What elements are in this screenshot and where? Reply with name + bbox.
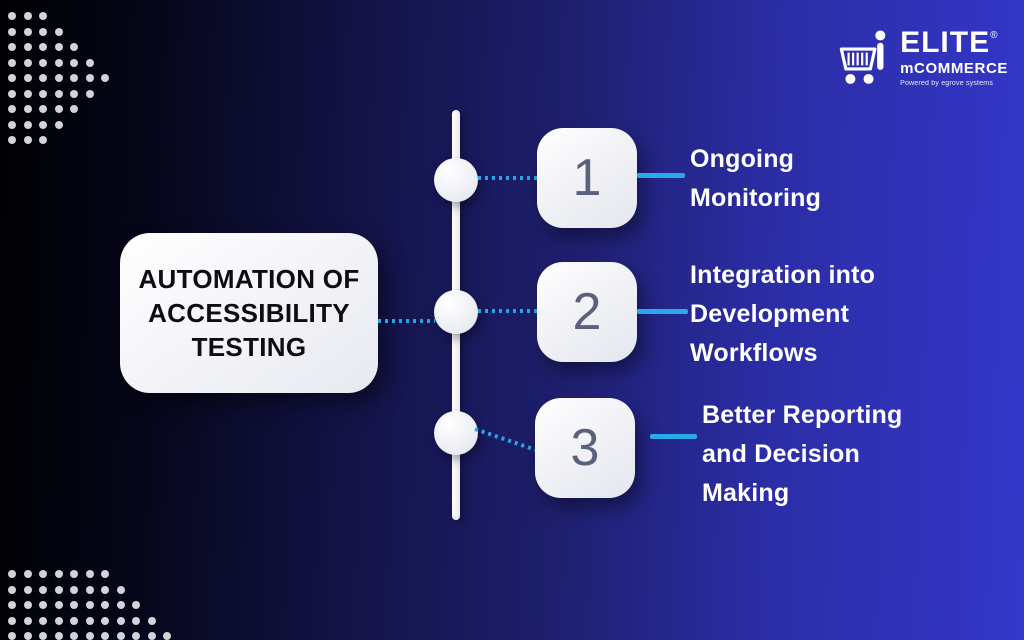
brand-name: ELITE®	[900, 26, 999, 59]
step-number-2: 2	[572, 283, 602, 341]
dotted-connector-title-to-node	[378, 319, 435, 323]
dot-pattern-top-left	[8, 12, 188, 162]
brand-subname: mCOMMERCE	[900, 60, 1008, 77]
brand-logo: ELITE® mCOMMERCE Powered by egrove syste…	[835, 28, 1008, 95]
step-label-3: Better Reporting and Decision Making	[702, 401, 903, 507]
timeline-node-1	[434, 158, 478, 202]
shopping-cart-icon	[835, 28, 893, 95]
brand-text: ELITE® mCOMMERCE Powered by egrove syste…	[900, 26, 1008, 88]
dotted-connector-3	[474, 427, 539, 453]
step-card-3: 3	[535, 398, 635, 498]
timeline-node-2	[434, 290, 478, 334]
step-label-2: Integration into Development Workflows	[690, 261, 876, 367]
dot-pattern-bottom-left	[8, 570, 208, 640]
step-number-1: 1	[572, 149, 602, 207]
brand-powered-by: Powered by egrove systems	[900, 80, 994, 87]
dotted-connector-2	[478, 309, 537, 313]
accent-line-1	[637, 173, 685, 178]
step-card-2: 2	[537, 262, 637, 362]
step-label-1: Ongoing Monitoring	[690, 145, 822, 212]
registered-mark: ®	[990, 30, 999, 41]
accent-line-3	[650, 434, 697, 439]
timeline-node-3	[434, 411, 478, 455]
accent-line-2	[637, 309, 688, 314]
page-title: AUTOMATION OF ACCESSIBILITY TESTING	[138, 263, 360, 363]
dotted-connector-1	[478, 176, 537, 180]
title-card: AUTOMATION OF ACCESSIBILITY TESTING	[120, 233, 378, 393]
step-card-1: 1	[537, 128, 637, 228]
step-number-3: 3	[570, 419, 600, 477]
